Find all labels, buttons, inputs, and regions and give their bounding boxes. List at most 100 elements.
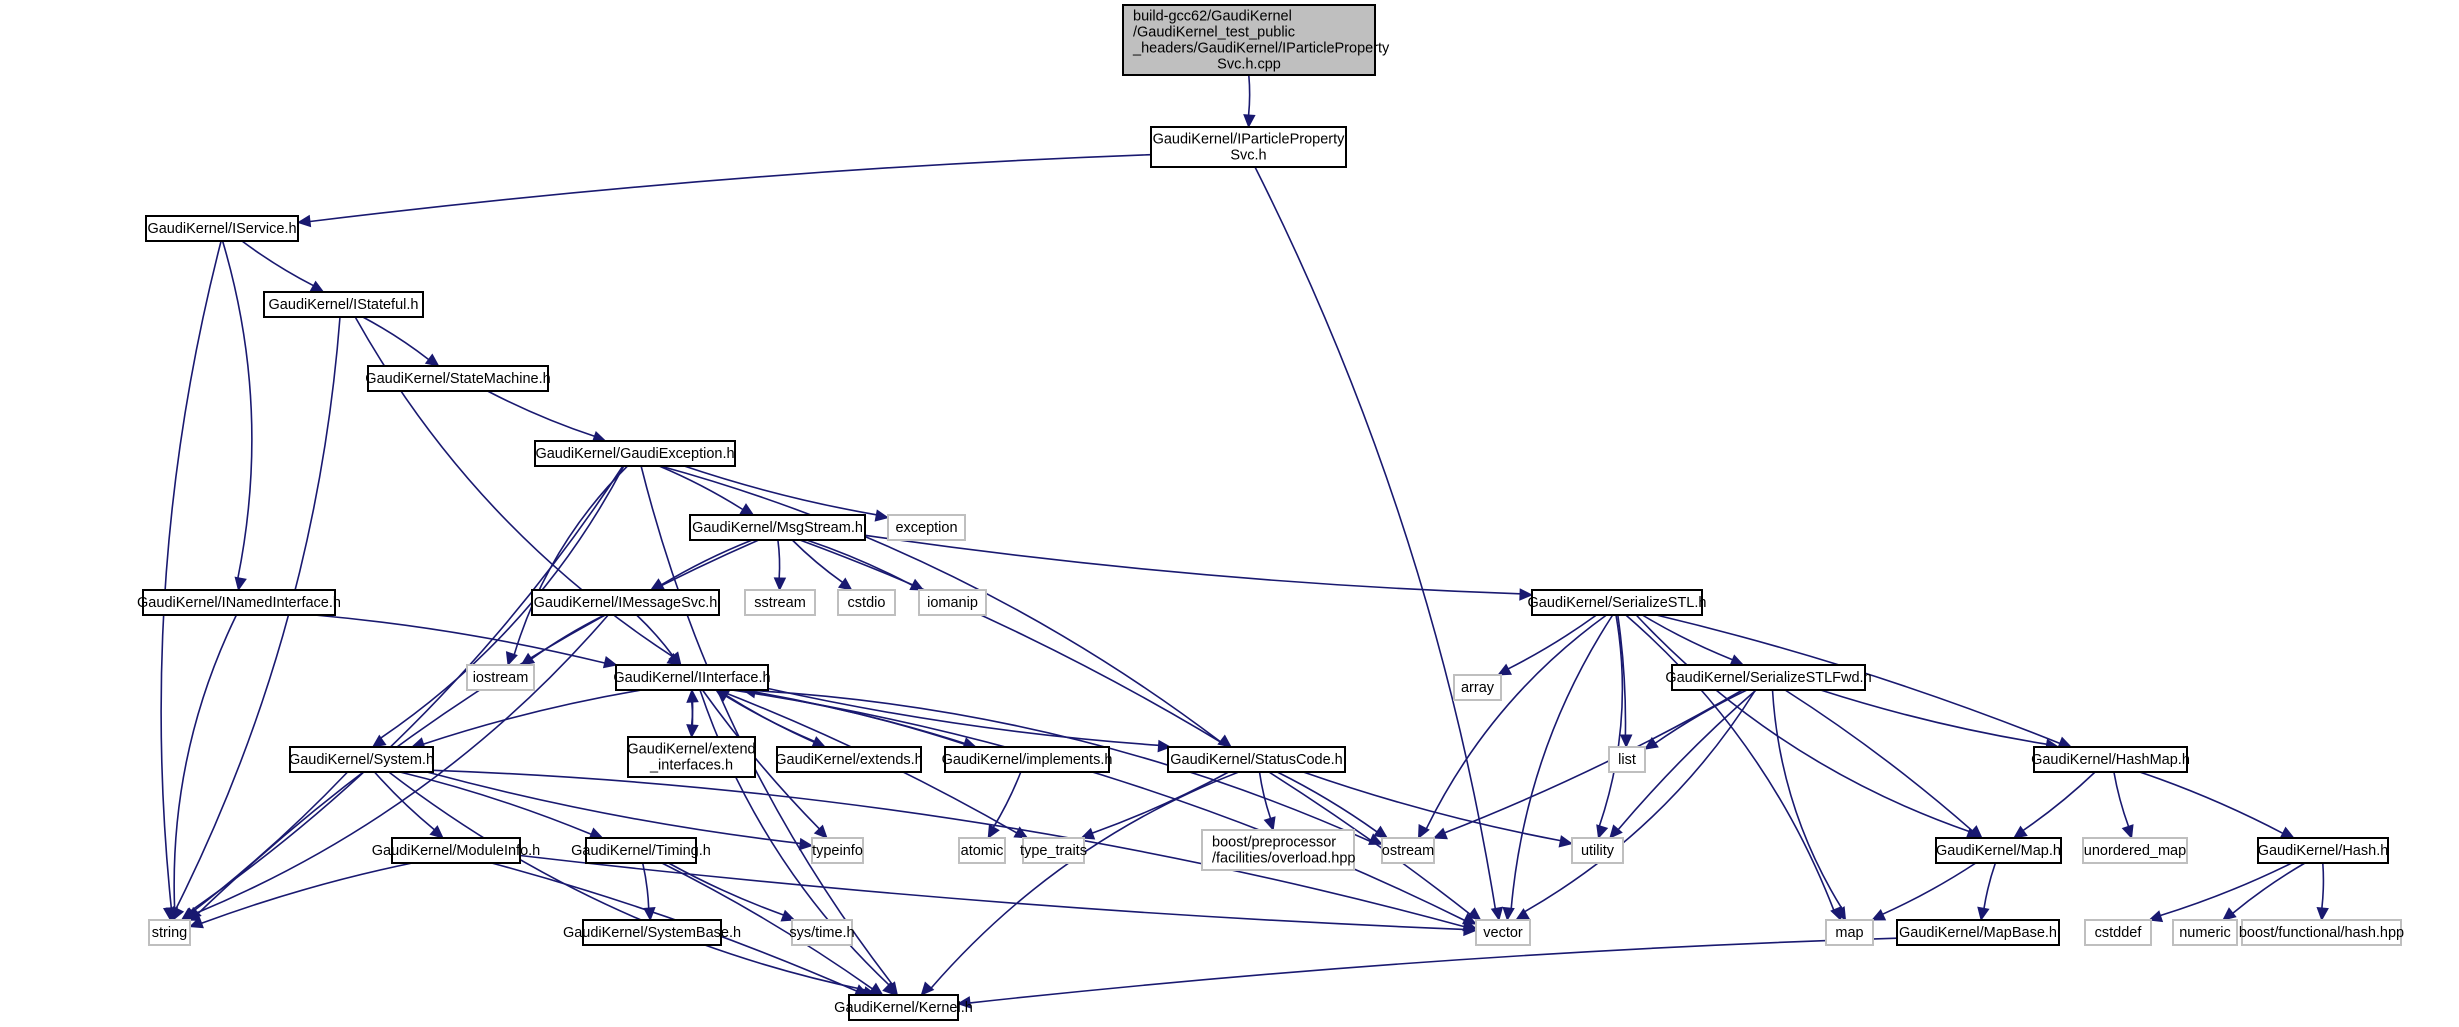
edge-gaudiexception-to-exception xyxy=(683,465,877,516)
edge-system-to-vector xyxy=(432,769,1465,928)
node-box xyxy=(2084,919,2152,946)
edge-timing-to-kernel xyxy=(661,862,873,990)
edge-serializestl-to-serializestlfwd xyxy=(1641,614,1733,661)
node-box xyxy=(791,919,853,946)
edge-hash-to-cstddef xyxy=(2160,862,2293,917)
arrowhead-icon xyxy=(798,837,814,851)
edge-hashmap-to-hash xyxy=(2139,771,2284,835)
edge-msgstream-to-serializestl xyxy=(864,534,1521,595)
edge-statuscode-to-ostream xyxy=(1276,771,1378,833)
node-label: /facilities/overload.hpp xyxy=(1212,851,1355,867)
graph-node-statemachine[interactable]: GaudiKernel/StateMachine.h xyxy=(365,365,551,392)
graph-node-cstdio: cstdio xyxy=(837,589,896,616)
graph-node-mapbase[interactable]: GaudiKernel/MapBase.h xyxy=(1896,919,2060,946)
graph-node-iservice[interactable]: GaudiKernel/IService.h xyxy=(145,215,299,242)
arrowhead-icon xyxy=(1968,825,1983,839)
graph-node-extend-interfaces[interactable]: GaudiKernel/extend_interfaces.h xyxy=(627,736,756,778)
arrowhead-icon xyxy=(1432,827,1448,840)
edge-gaudiexception-to-string xyxy=(189,465,624,913)
node-box xyxy=(2257,837,2389,864)
node-box xyxy=(848,994,959,1021)
edge-imessagesvc-to-iostream xyxy=(531,614,606,660)
graph-node-kernel[interactable]: GaudiKernel/Kernel.h xyxy=(834,994,973,1021)
graph-node-imessagesvc[interactable]: GaudiKernel/IMessageSvc.h xyxy=(531,589,720,616)
edge-iservice-to-string xyxy=(160,240,222,909)
node-box xyxy=(391,837,521,864)
edge-serializestlfwd-to-vector xyxy=(1524,689,1757,913)
graph-node-moduleinfo[interactable]: GaudiKernel/ModuleInfo.h xyxy=(372,837,540,864)
node-box xyxy=(1150,126,1347,168)
graph-node-hashmap[interactable]: GaudiKernel/HashMap.h xyxy=(2031,746,2190,773)
arrowhead-icon xyxy=(309,280,325,293)
edge-statuscode-to-boost_overload xyxy=(1258,771,1272,819)
node-label: GaudiKernel/Map.h xyxy=(1936,843,2061,859)
arrowhead-icon xyxy=(2121,824,2134,840)
graph-node-root[interactable]: build-gcc62/GaudiKernel/GaudiKernel_test… xyxy=(1122,4,1390,76)
edge-serializestlfwd-to-map xyxy=(1784,689,1973,832)
edge-iinterface-to-system xyxy=(423,689,642,745)
graph-node-systembase[interactable]: GaudiKernel/SystemBase.h xyxy=(563,919,741,946)
edge-msgstream-to-cstdio xyxy=(791,539,843,583)
arrowhead-icon xyxy=(182,907,198,921)
node-label: boost/preprocessor xyxy=(1212,835,1336,851)
edge-system-to-kernel xyxy=(388,771,866,991)
arrowhead-icon xyxy=(2316,907,2329,922)
graph-node-type-traits: type_traits xyxy=(1020,837,1087,864)
graph-node-gaudiexception[interactable]: GaudiKernel/GaudiException.h xyxy=(534,440,736,467)
graph-node-serializestlfwd[interactable]: GaudiKernel/SerializeSTLFwd.h xyxy=(1665,664,1872,691)
arrowhead-icon xyxy=(1609,824,1623,839)
node-box xyxy=(1608,746,1646,773)
graph-node-cstddef: cstddef xyxy=(2084,919,2152,946)
node-box xyxy=(142,589,336,616)
edge-istateful-to-string xyxy=(175,316,341,909)
node-box xyxy=(615,664,769,691)
graph-node-inamedinterface[interactable]: GaudiKernel/INamedInterface.h xyxy=(137,589,341,616)
arrowhead-icon xyxy=(602,656,618,669)
arrowhead-icon xyxy=(2148,910,2164,923)
node-label: GaudiKernel/IInterface.h xyxy=(613,670,770,686)
node-box xyxy=(1475,919,1531,946)
arrowhead-icon xyxy=(714,689,730,702)
arrowhead-icon xyxy=(296,214,312,228)
graph-node-serializestl[interactable]: GaudiKernel/SerializeSTL.h xyxy=(1528,589,1707,616)
arrowhead-icon xyxy=(1496,663,1513,676)
arrowhead-icon xyxy=(1644,736,1659,750)
graph-node-array: array xyxy=(1453,674,1502,701)
node-box xyxy=(1022,837,1085,864)
graph-node-implements[interactable]: GaudiKernel/implements.h xyxy=(942,746,1113,773)
node-label: Svc.h.cpp xyxy=(1217,57,1281,73)
arrowhead-icon xyxy=(868,982,884,996)
graph-node-extends[interactable]: GaudiKernel/extends.h xyxy=(775,746,923,773)
node-box xyxy=(263,291,424,318)
graph-node-system[interactable]: GaudiKernel/System.h xyxy=(289,746,434,773)
graph-node-ostream: ostream xyxy=(1381,837,1435,864)
edge-hash-to-boost_hash xyxy=(2321,862,2325,909)
edge-serializestl-to-map xyxy=(1635,614,1970,833)
graph-node-list: list xyxy=(1608,746,1646,773)
node-box xyxy=(2033,746,2188,773)
node-box xyxy=(1201,829,1355,871)
edge-timing-to-systime xyxy=(668,862,784,916)
arrowhead-icon xyxy=(1157,739,1172,753)
node-box xyxy=(944,746,1110,773)
node-label: GaudiKernel/Timing.h xyxy=(571,843,711,859)
graph-node-msgstream[interactable]: GaudiKernel/MsgStream.h xyxy=(689,514,866,541)
edge-serializestlfwd-to-list xyxy=(1654,689,1748,744)
graph-node-iinterface[interactable]: GaudiKernel/IInterface.h xyxy=(613,664,771,691)
graph-node-map[interactable]: GaudiKernel/Map.h xyxy=(1935,837,2062,864)
edge-serializestlfwd-to-map xyxy=(1771,689,1843,910)
node-box xyxy=(534,440,736,467)
node-label: GaudiKernel/extends.h xyxy=(775,752,923,768)
edge-msgstream-to-vector xyxy=(799,539,1471,915)
graph-node-statuscode[interactable]: GaudiKernel/StatusCode.h xyxy=(1167,746,1346,773)
edge-iparticlepropertysvc-to-iservice xyxy=(309,153,1152,223)
edge-iinterface-to-typeinfo xyxy=(701,689,820,830)
graph-node-hash[interactable]: GaudiKernel/Hash.h xyxy=(2257,837,2389,864)
graph-node-istateful[interactable]: GaudiKernel/IStateful.h xyxy=(263,291,424,318)
node-box xyxy=(837,589,896,616)
arrowhead-icon xyxy=(165,907,179,922)
graph-node-timing[interactable]: GaudiKernel/Timing.h xyxy=(571,837,711,864)
edge-iparticlepropertysvc-to-vector xyxy=(1254,166,1497,909)
